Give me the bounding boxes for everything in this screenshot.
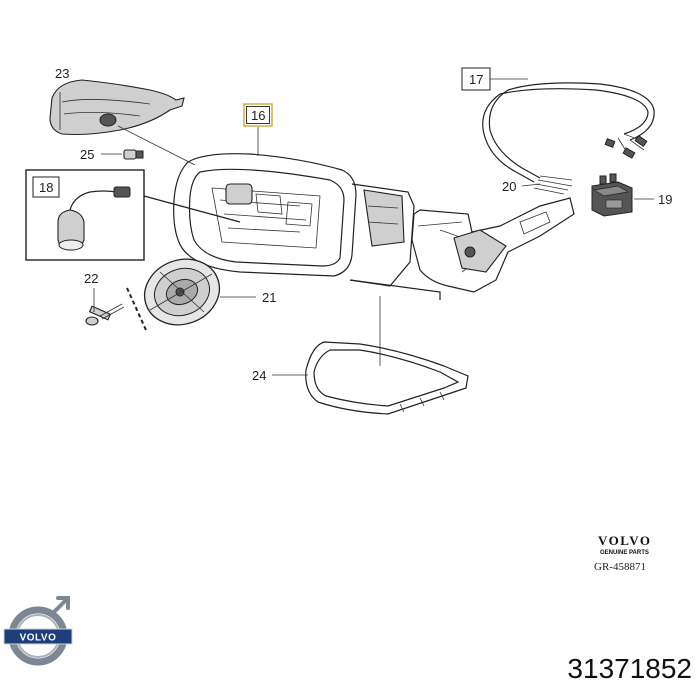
- callout-22: 22: [84, 271, 98, 286]
- leader-20: [521, 183, 541, 187]
- callout-18-box: [32, 176, 60, 198]
- part-25-bulb: [123, 149, 144, 160]
- callout-18: 18: [39, 180, 53, 195]
- part-22-screw: [85, 303, 125, 326]
- callout-17: 17: [469, 72, 483, 87]
- callout-16-box: [243, 103, 273, 127]
- part-number: 31371852: [567, 653, 692, 684]
- leader-23: [117, 125, 196, 166]
- callout-24: 24: [252, 368, 266, 383]
- mounting-bracket: [411, 197, 575, 293]
- assembly-dash-line: [126, 287, 147, 331]
- callout-23: 23: [55, 66, 69, 81]
- part-19-connector: [591, 173, 633, 217]
- callout-21: 21: [262, 290, 276, 305]
- brand-name: VOLVO: [598, 533, 651, 548]
- part-18-puddle-lamp: [57, 186, 131, 251]
- drawing-number: GR-458871: [594, 561, 646, 573]
- part-16-mirror-housing: [173, 153, 441, 300]
- callout-19: 19: [658, 192, 672, 207]
- brand-tagline: GENUINE PARTS: [600, 550, 649, 556]
- part-24-mirror-cover: [305, 341, 469, 415]
- volvo-logo: VOLVO: [3, 596, 73, 666]
- leader-18: [143, 195, 241, 223]
- part-17-wiring-harness: [482, 82, 655, 195]
- callout-20: 20: [502, 179, 516, 194]
- callout-25: 25: [80, 147, 94, 162]
- logo-text: VOLVO: [20, 633, 57, 644]
- part-21-adjustment-motor: [144, 258, 220, 326]
- part-23-turn-signal-housing: [49, 79, 185, 136]
- callout-16: 16: [251, 108, 265, 123]
